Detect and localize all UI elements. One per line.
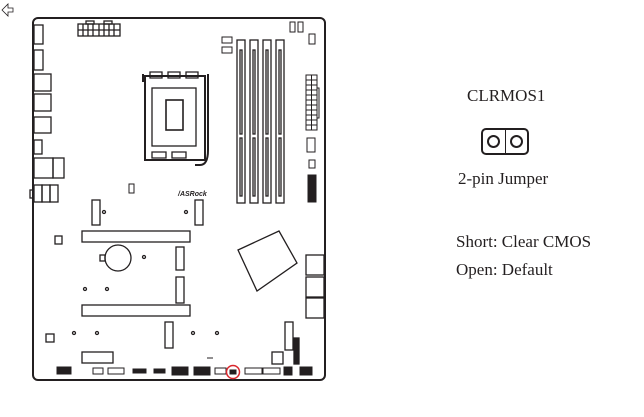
top-headers bbox=[221, 21, 316, 54]
expansion-slots bbox=[45, 199, 300, 365]
clrmos1-highlight bbox=[225, 364, 241, 380]
rear-io-ports bbox=[29, 24, 65, 203]
right-connectors bbox=[305, 254, 325, 319]
jumper-pin-2 bbox=[504, 130, 528, 153]
jumper-type: 2-pin Jumper bbox=[458, 169, 549, 188]
open-description: Open: Default bbox=[456, 260, 553, 279]
dimm-slots bbox=[236, 39, 285, 204]
atx-power-connector bbox=[305, 74, 320, 203]
short-description: Short: Clear CMOS bbox=[456, 232, 592, 251]
small-header bbox=[128, 183, 135, 194]
two-pin-jumper-icon bbox=[481, 128, 529, 155]
header-name: CLRMOS1 bbox=[467, 86, 546, 105]
corner-arrow-icon bbox=[1, 3, 14, 17]
cpu-socket bbox=[142, 71, 209, 166]
cpu-power-connector bbox=[77, 20, 121, 37]
asrock-logo: /ASRock bbox=[177, 191, 208, 198]
board-outline bbox=[32, 17, 326, 381]
chipset bbox=[237, 230, 298, 292]
bottom-headers bbox=[56, 366, 313, 376]
jumper-pin-1 bbox=[483, 130, 505, 153]
